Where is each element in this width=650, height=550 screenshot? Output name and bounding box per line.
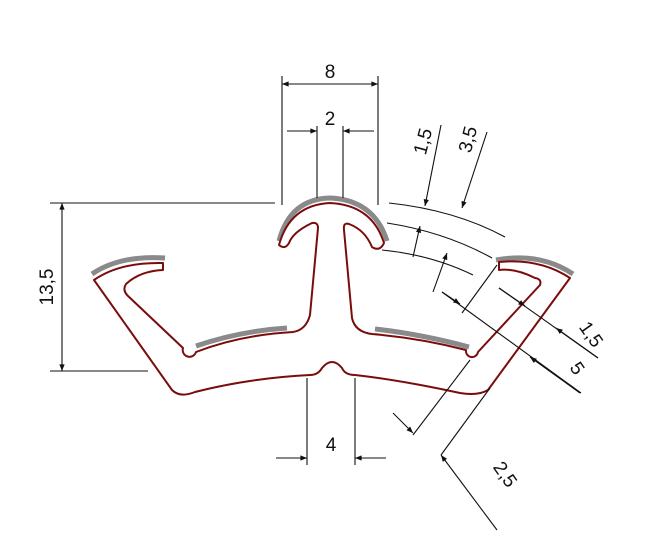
label-head-width: 8 <box>325 62 336 83</box>
coating-left-channel <box>195 325 288 349</box>
dimension-slot-width: 2 <box>287 109 374 198</box>
dimension-total-height: 13,5 <box>37 202 275 372</box>
dimension-arc-offsets: 1,5 3,5 <box>381 124 506 293</box>
coating-right-channel <box>374 326 470 350</box>
label-hook-thickness: 1,5 <box>574 318 606 352</box>
dimension-head-width: 8 <box>281 62 379 205</box>
coating-head <box>276 195 390 242</box>
label-bottom-notch: 4 <box>326 435 337 456</box>
seal-profile-outline <box>93 202 571 396</box>
coating-strips <box>90 195 575 350</box>
coating-right-hook <box>495 255 575 277</box>
label-arc-offset-inner: 1,5 <box>410 126 437 157</box>
label-total-height: 13,5 <box>37 269 58 306</box>
label-hook-depth: 5 <box>565 358 588 379</box>
dimension-bottom-notch: 4 <box>276 378 386 465</box>
coating-left-hook <box>90 255 166 277</box>
label-leg-thickness: 2,5 <box>488 458 520 492</box>
label-slot-width: 2 <box>325 109 336 130</box>
label-arc-offset-outer: 3,5 <box>455 124 482 155</box>
